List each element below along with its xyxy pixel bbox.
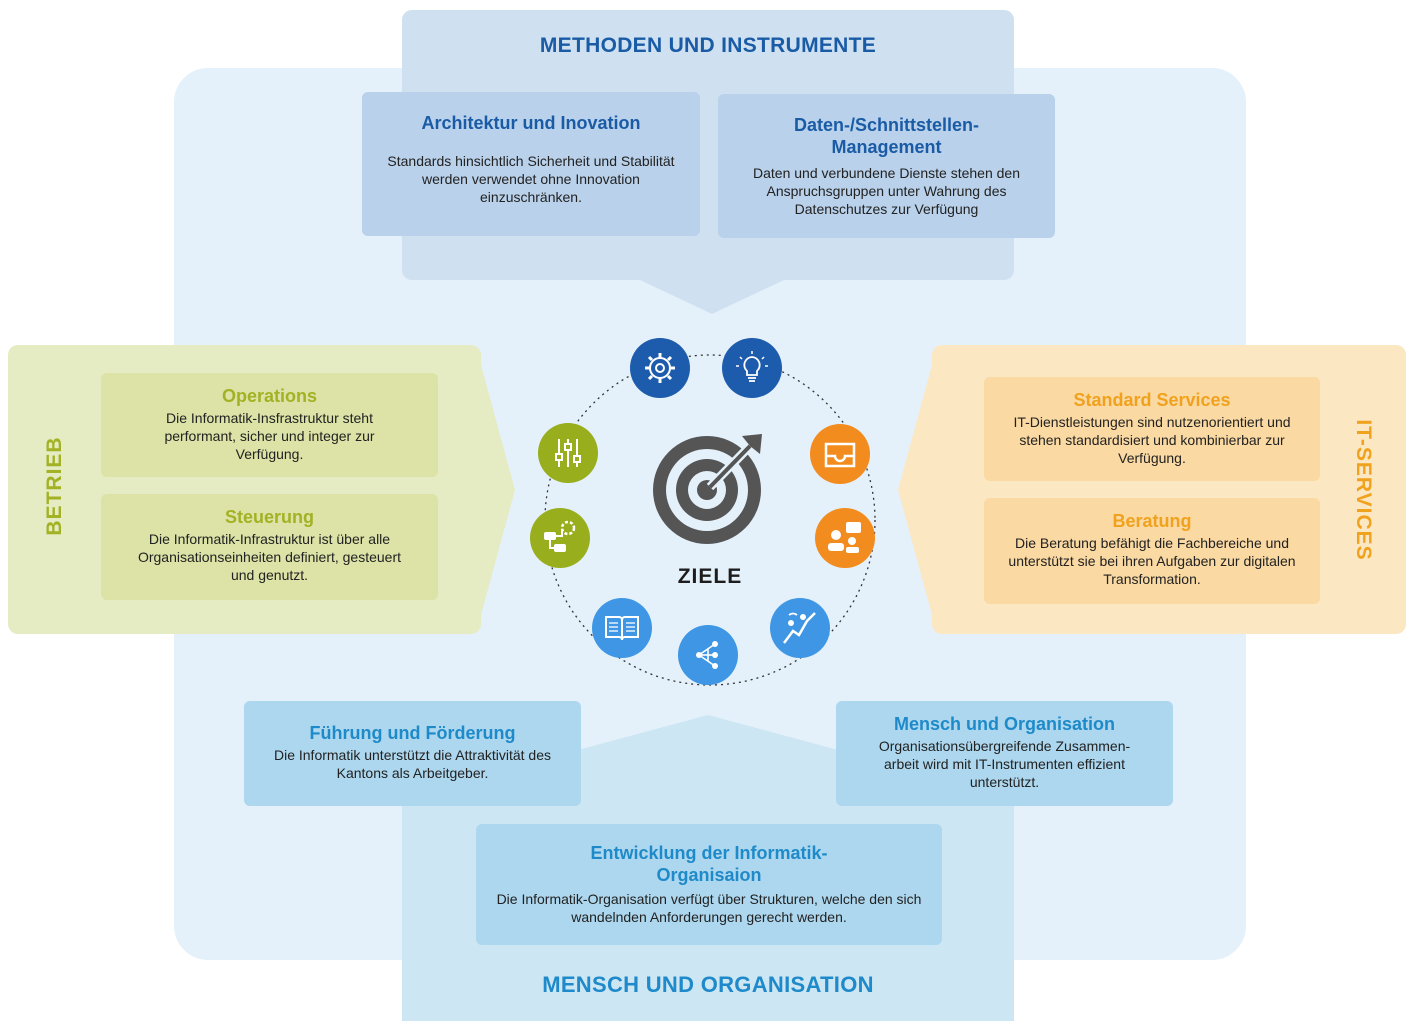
target-icon xyxy=(653,434,762,544)
network-icon xyxy=(678,625,738,685)
people-heading: MENSCH UND ORGANISATION xyxy=(542,972,874,997)
goals-ring xyxy=(544,354,876,686)
card-title: Führung und Förderung xyxy=(309,723,516,743)
card-title: Daten-/Schnittstellen-Management xyxy=(793,115,980,157)
inbox-icon xyxy=(810,424,870,484)
card-standard-services: Standard Services IT-Dienstleistungen si… xyxy=(984,377,1320,481)
card-fuehrung: Führung und Förderung Die Informatik unt… xyxy=(244,701,581,806)
card-steuerung: Steuerung Die Informatik-Infrastruktur i… xyxy=(101,494,438,600)
card-text: Die Informatik-Insfrastruktur steht perf… xyxy=(164,410,375,462)
card-architektur: Architektur und Inovation Standards hins… xyxy=(362,92,700,236)
card-title: Steuerung xyxy=(224,507,314,527)
book-icon xyxy=(592,598,652,658)
card-text: IT-Dienstleistungen sind nutzenorientier… xyxy=(1013,414,1291,466)
card-text: Die Informatik unterstützt die Attraktiv… xyxy=(273,747,551,781)
card-daten: Daten-/Schnittstellen-Management Daten u… xyxy=(718,94,1055,238)
services-heading: IT-SERVICES xyxy=(1352,419,1375,561)
card-title: Mensch und Organisation xyxy=(893,714,1116,734)
card-entwicklung: Entwicklung der Informatik-Organisaion D… xyxy=(476,824,942,945)
climber-icon xyxy=(770,598,830,658)
operations-arrow xyxy=(481,365,515,615)
card-title: Standard Services xyxy=(1073,390,1231,410)
card-text: Daten und verbundene Dienste stehen den … xyxy=(753,165,1020,217)
card-beratung: Beratung Die Beratung befähigt die Fachb… xyxy=(984,498,1320,604)
gear-icon xyxy=(630,338,690,398)
operations-heading: BETRIEB xyxy=(43,436,66,536)
card-operations: Operations Die Informatik-Insfrastruktur… xyxy=(101,373,438,477)
methods-heading: METHODEN UND INSTRUMENTE xyxy=(539,34,877,57)
card-text: Die Informatik-Organisation verfügt über… xyxy=(496,891,922,925)
goals-label: ZIELE xyxy=(677,565,743,588)
people-arrow xyxy=(578,715,838,750)
methods-arrow xyxy=(640,280,784,314)
card-text: Organisationsübergreifende Zusammen-arbe… xyxy=(878,738,1131,790)
card-title: Architektur und Inovation xyxy=(421,113,641,133)
lightbulb-icon xyxy=(722,338,782,398)
services-arrow xyxy=(898,365,932,615)
card-title: Operations xyxy=(221,386,318,406)
card-text: Die Informatik-Infrastruktur ist über al… xyxy=(137,531,402,583)
card-title: Entwicklung der Informatik-Organisaion xyxy=(590,843,828,885)
sliders-icon xyxy=(538,423,598,483)
card-text: Standards hinsichtlich Sicherheit und St… xyxy=(387,153,675,205)
card-mensch: Mensch und Organisation Organisationsübe… xyxy=(836,701,1173,806)
process-gear-icon xyxy=(530,508,590,568)
card-text: Die Beratung befähigt die Fachbereiche u… xyxy=(1008,535,1296,587)
presentation-icon xyxy=(815,508,875,568)
card-title: Beratung xyxy=(1112,511,1192,531)
